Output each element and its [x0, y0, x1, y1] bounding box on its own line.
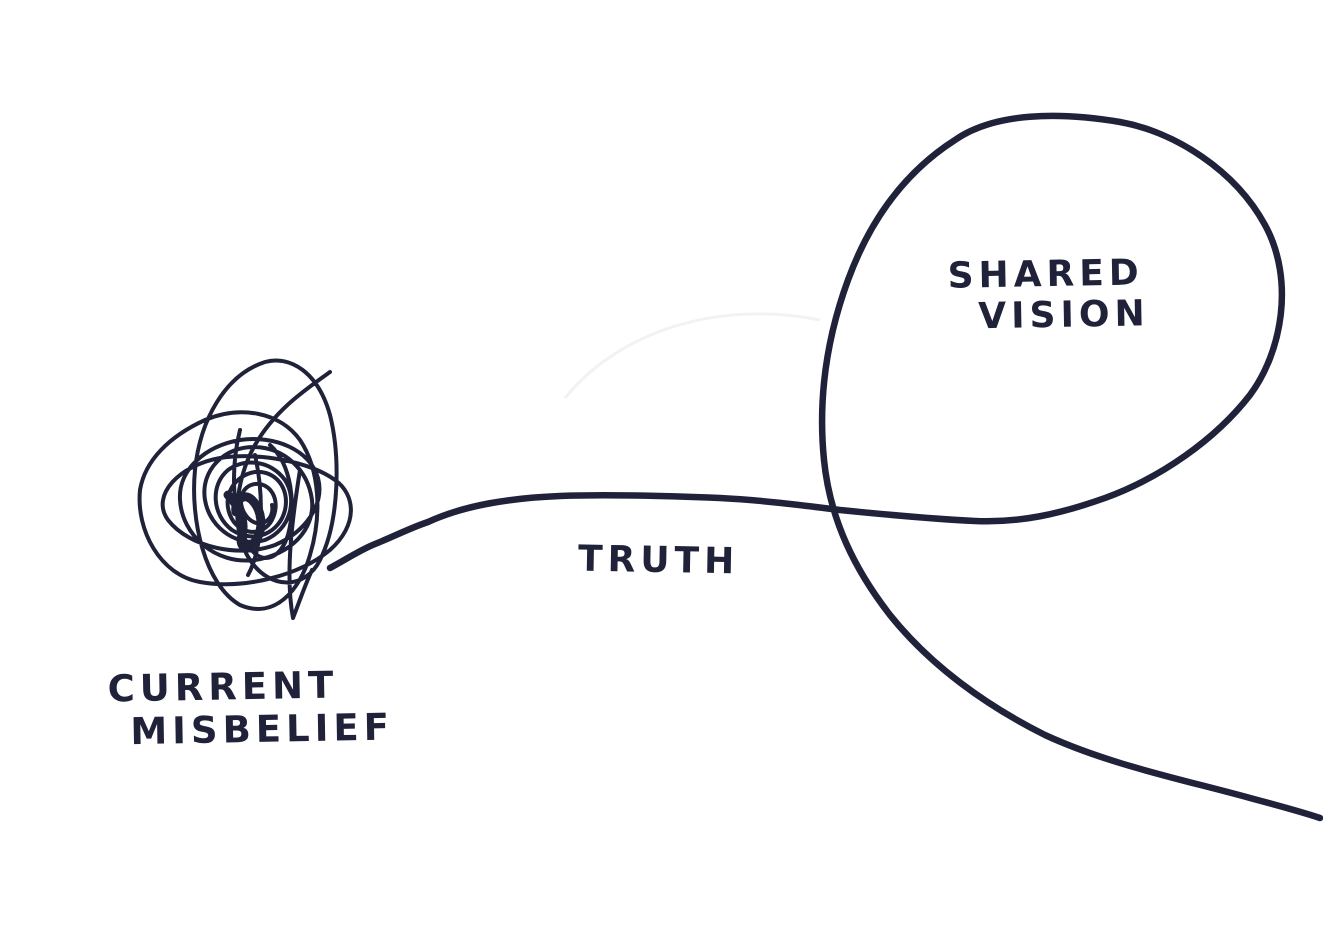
misbelief-scribble — [137, 358, 353, 620]
current-misbelief-label: CURRENT MISBELIEF — [107, 663, 395, 754]
truth-label: TRUTH — [577, 538, 740, 583]
current-misbelief-label-line1: CURRENT — [107, 663, 339, 711]
current-misbelief-label-line2: MISBELIEF — [130, 705, 395, 753]
truth-path — [326, 112, 1323, 822]
shared-vision-label-line2: VISION — [978, 293, 1151, 338]
shared-vision-label: SHARED VISION — [947, 252, 1150, 338]
shared-vision-label-line1: SHARED — [947, 252, 1145, 297]
faint-guide-arc — [563, 312, 821, 399]
